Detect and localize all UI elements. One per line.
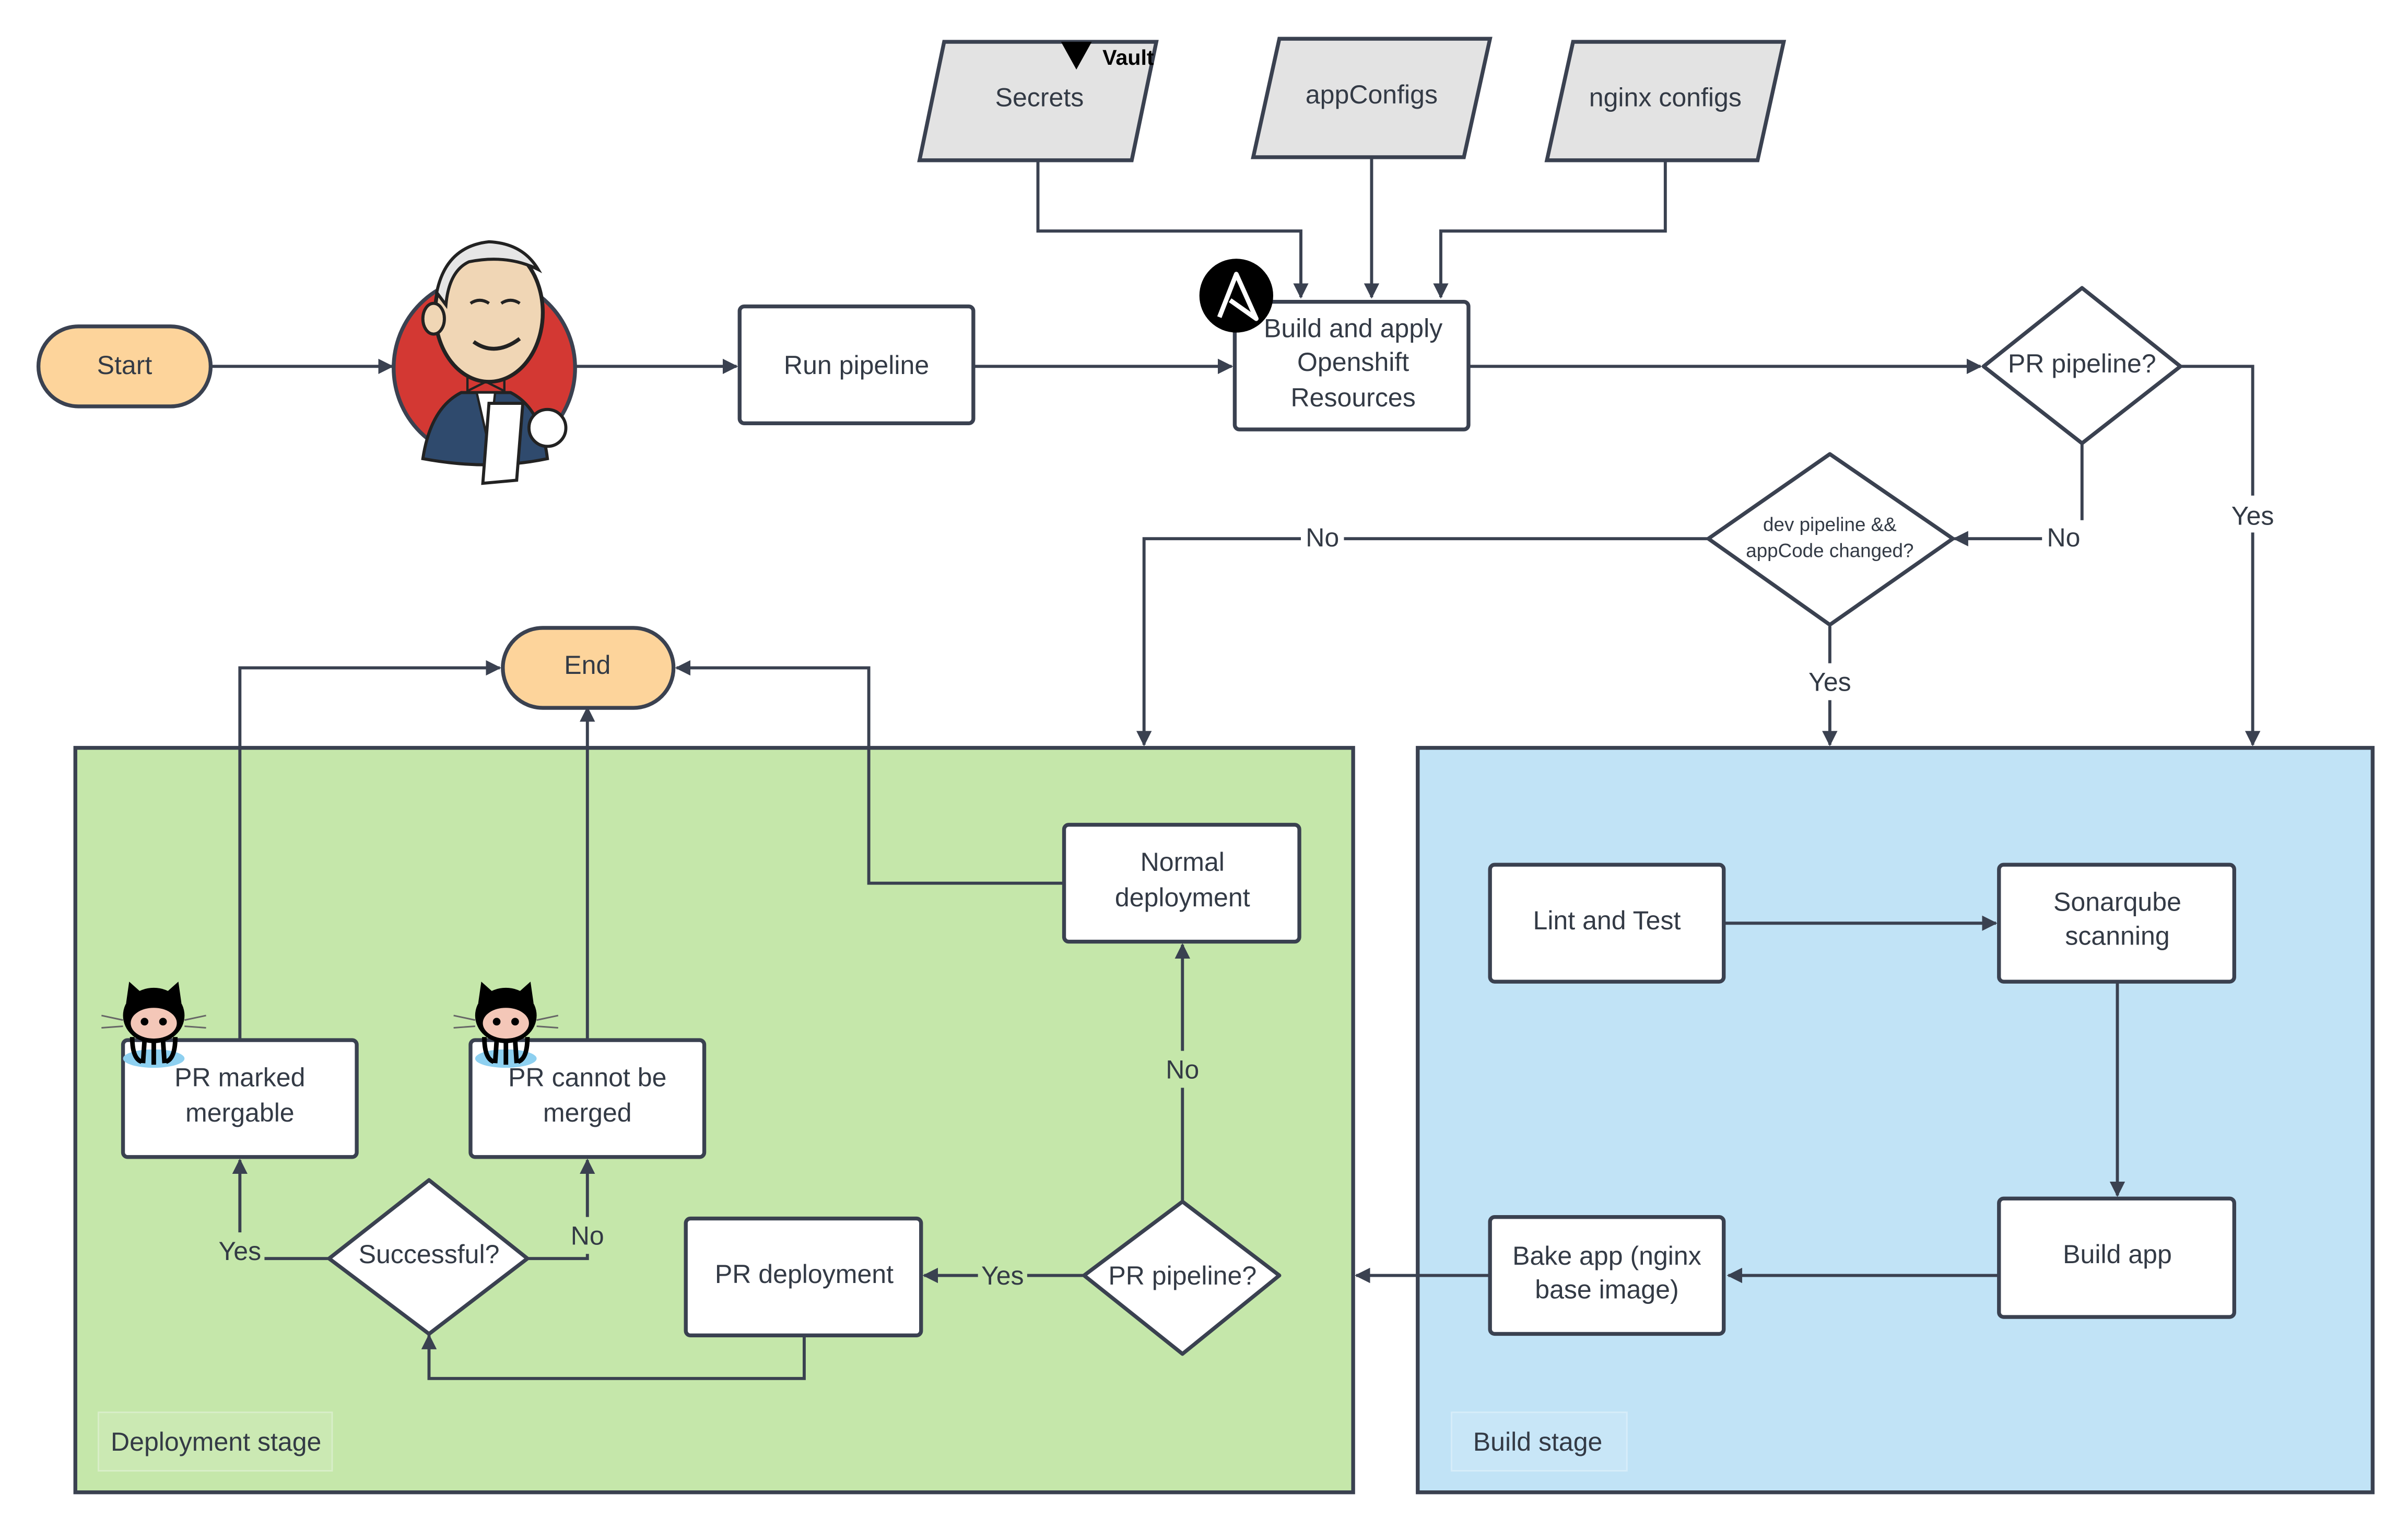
start-terminator[interactable]: Start xyxy=(36,324,213,409)
nginx-configs-label: nginx configs xyxy=(1589,83,1742,112)
build-apply-line-1: Build and apply xyxy=(1264,313,1442,343)
appconfigs-label: appConfigs xyxy=(1306,80,1438,109)
normal-deployment-node[interactable]: Normal deployment xyxy=(1062,823,1301,944)
edge-mergable-end xyxy=(238,660,501,1041)
edge-labels: Yes No No Yes No Yes Yes No xyxy=(215,495,2279,1294)
appconfigs-input[interactable]: appConfigs xyxy=(1251,37,1493,159)
pr-mergable-line-2: mergable xyxy=(185,1098,295,1127)
edge-label-top-pr-no: No xyxy=(2047,523,2080,552)
vault-logo-icon: Vault xyxy=(1061,42,1154,69)
edge-label-success-yes: Yes xyxy=(219,1237,262,1266)
deployment-stage-label: Deployment stage xyxy=(111,1427,321,1456)
sonarqube-line-2: scanning xyxy=(2065,921,2169,950)
sonarqube-node[interactable]: Sonarqube scanning xyxy=(1997,862,2236,984)
build-app-node[interactable]: Build app xyxy=(1997,1196,2236,1319)
ansible-logo-icon xyxy=(1199,259,1273,333)
edge-label-top-pr-yes: Yes xyxy=(2231,501,2274,531)
secrets-input[interactable]: Secrets xyxy=(917,40,1159,162)
bake-app-line-1: Bake app (nginx xyxy=(1512,1241,1701,1270)
dev-pipeline-decision[interactable]: dev pipeline && appCode changed? xyxy=(1706,452,1955,627)
pr-cannot-merge-line-1: PR cannot be xyxy=(508,1063,666,1092)
end-label: End xyxy=(564,650,610,680)
edge-nginx-build xyxy=(1433,160,1667,299)
vault-logo-text: Vault xyxy=(1102,45,1154,69)
pr-pipeline-decision-bottom[interactable]: PR pipeline? xyxy=(1082,1199,1282,1356)
edge-successful-no xyxy=(527,1158,595,1261)
nginx-configs-input[interactable]: nginx configs xyxy=(1544,40,1787,162)
github-octocat-icon xyxy=(101,982,206,1068)
lint-test-label: Lint and Test xyxy=(1533,906,1681,935)
pr-cannot-be-merged-node[interactable]: PR cannot be merged xyxy=(468,1038,707,1159)
bake-app-line-2: base image) xyxy=(1535,1275,1678,1304)
lint-test-node[interactable]: Lint and Test xyxy=(1488,862,1726,984)
pr-pipeline-decision-top[interactable]: PR pipeline? xyxy=(1981,286,2182,446)
edge-prpipeline-yes xyxy=(2180,365,2261,746)
pr-cannot-merge-line-2: merged xyxy=(543,1098,632,1127)
build-apply-line-3: Resources xyxy=(1291,383,1416,412)
edge-normal-end xyxy=(675,660,1064,885)
run-pipeline-label: Run pipeline xyxy=(784,351,929,380)
edge-prdeploy-successful xyxy=(421,1334,806,1380)
bake-app-node[interactable]: Bake app (nginx base image) xyxy=(1488,1215,1726,1336)
pr-pipeline-top-label: PR pipeline? xyxy=(2008,349,2156,378)
run-pipeline-node[interactable]: Run pipeline xyxy=(737,304,976,425)
edge-dev-no xyxy=(1136,537,1709,746)
successful-decision[interactable]: Successful? xyxy=(327,1178,530,1336)
pr-deployment-label: PR deployment xyxy=(715,1259,894,1289)
github-octocat-icon xyxy=(453,982,559,1068)
normal-deployment-line-2: deployment xyxy=(1115,883,1250,912)
edge-label-dev-no: No xyxy=(1306,523,1339,552)
edge-label-dev-yes: Yes xyxy=(1808,668,1851,697)
sonarqube-line-1: Sonarqube xyxy=(2053,888,2181,917)
pr-marked-mergable-node[interactable]: PR marked mergable xyxy=(121,1038,359,1159)
build-apply-openshift-node[interactable]: Build and apply Openshift Resources xyxy=(1232,300,1471,431)
pr-pipeline-bottom-label: PR pipeline? xyxy=(1108,1261,1256,1290)
build-stage-label: Build stage xyxy=(1473,1427,1603,1456)
build-stage-container: Build stage xyxy=(1416,745,2375,1495)
start-label: Start xyxy=(97,351,152,380)
edge-label-bottom-pr-yes: Yes xyxy=(981,1261,1024,1290)
edge-secrets-build xyxy=(1036,160,1309,299)
pr-deployment-node[interactable]: PR deployment xyxy=(684,1216,923,1338)
edge-label-success-no: No xyxy=(571,1221,604,1251)
build-app-label: Build app xyxy=(2063,1240,2172,1269)
dev-pipeline-line-1: dev pipeline && xyxy=(1763,514,1897,535)
build-apply-line-2: Openshift xyxy=(1297,347,1409,377)
pr-mergable-line-1: PR marked xyxy=(174,1063,305,1092)
edge-label-bottom-pr-no: No xyxy=(1166,1055,1199,1084)
end-terminator[interactable]: End xyxy=(501,626,676,710)
normal-deployment-line-1: Normal xyxy=(1141,847,1225,877)
jenkins-butler-icon xyxy=(392,240,577,485)
successful-label: Successful? xyxy=(359,1240,500,1269)
secrets-label: Secrets xyxy=(995,83,1084,112)
dev-pipeline-line-2: appCode changed? xyxy=(1746,540,1913,561)
